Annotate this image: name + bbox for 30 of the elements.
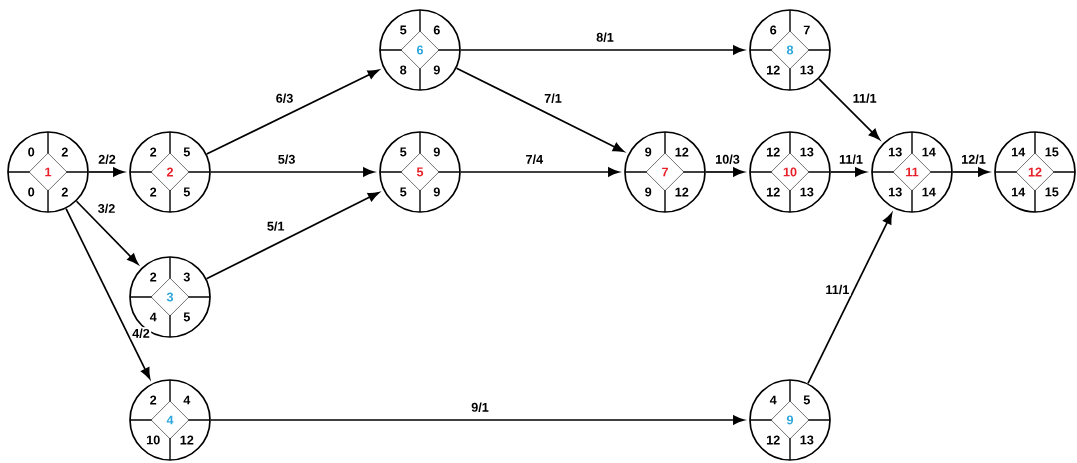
arrow <box>460 45 745 55</box>
arrow <box>818 78 880 140</box>
edge-label: 5/3 <box>276 153 297 166</box>
edge-label: 9/1 <box>469 401 491 414</box>
arrow <box>807 212 893 385</box>
arrow <box>210 167 375 177</box>
edge-label: 4/2 <box>130 327 152 340</box>
edge-label: 10/3 <box>713 153 742 166</box>
edge-label: 7/4 <box>524 153 545 166</box>
edge-label: 2/2 <box>96 153 118 166</box>
arrow <box>210 415 745 425</box>
edge-label: 6/3 <box>274 92 295 105</box>
edge-label: 8/1 <box>594 31 616 44</box>
edge-label: 5/1 <box>265 220 286 233</box>
arrow <box>705 167 745 177</box>
arrow <box>65 207 151 380</box>
arrow <box>88 167 125 177</box>
arrow <box>830 167 867 177</box>
arrow <box>75 200 139 265</box>
arrow <box>205 191 380 280</box>
arrow <box>460 167 620 177</box>
edge-label: 12/1 <box>959 153 988 166</box>
edge-label: 11/1 <box>851 92 878 105</box>
arrow <box>205 69 380 155</box>
edge-label: 11/1 <box>824 283 851 296</box>
edge-label: 7/1 <box>542 92 564 105</box>
edge-label: 3/2 <box>96 202 117 215</box>
arrow <box>952 167 990 177</box>
edge-label: 11/1 <box>837 153 865 166</box>
arrow <box>455 67 625 153</box>
